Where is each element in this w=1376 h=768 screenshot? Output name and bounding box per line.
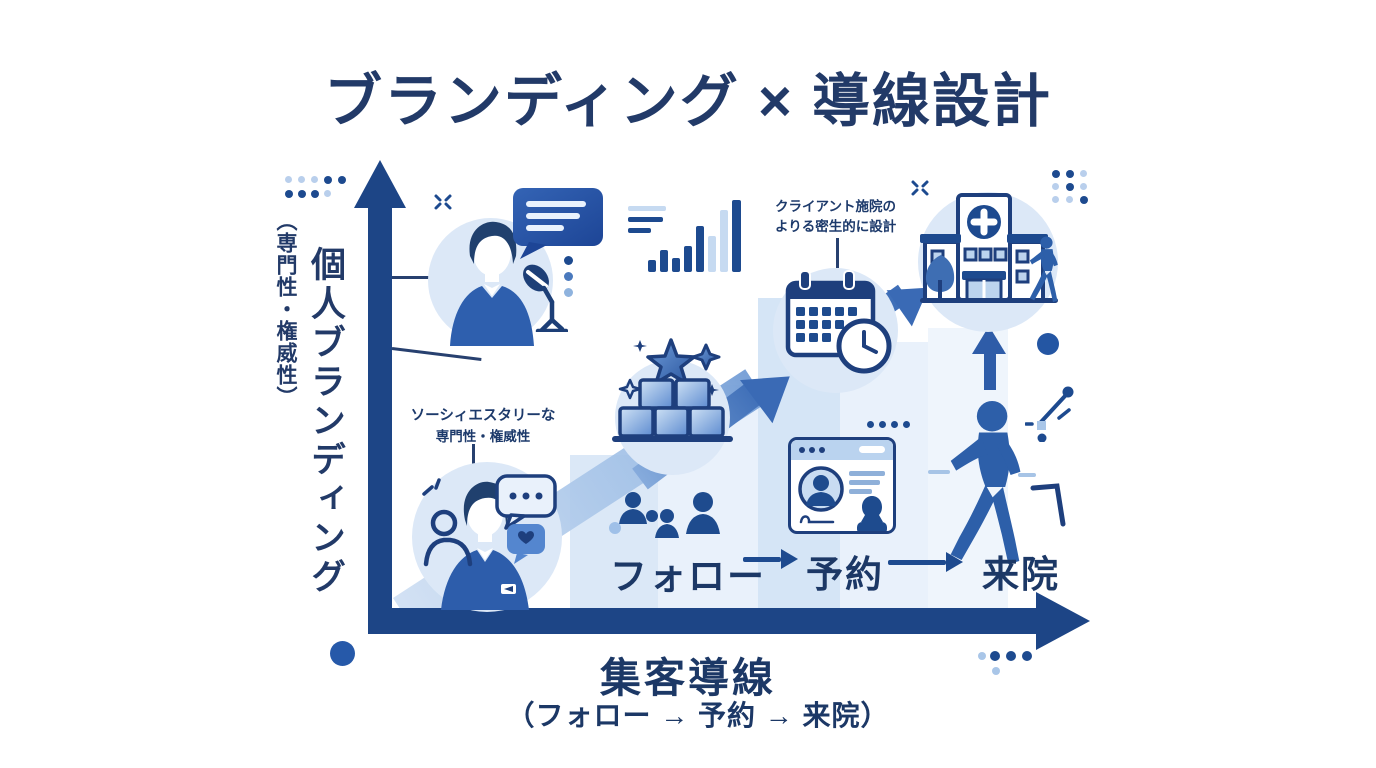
- followers-group-icon: [609, 492, 720, 538]
- flow-step-follow: フォロー: [610, 556, 766, 597]
- y-axis-arrowhead-icon: [354, 160, 406, 208]
- flow-arrow: [743, 557, 781, 562]
- sparkle-icon: [434, 194, 452, 210]
- sparkle-star-icon: [705, 384, 719, 396]
- sparkle-star-icon: [618, 378, 642, 400]
- y-axis: [368, 205, 392, 634]
- patient-silhouette-icon: [857, 496, 887, 531]
- note-line: 専門性・権威性: [435, 429, 531, 445]
- flow-arrow-head-icon: [781, 549, 798, 569]
- heart-reaction-bubble-icon: [507, 524, 545, 564]
- x-axis-label: 集客導線: [600, 655, 776, 701]
- hospital-visitor-walking-icon: [1026, 236, 1066, 306]
- axis-connector-line: [391, 347, 482, 361]
- follower-outline-icon: [423, 509, 473, 567]
- hospital-icon: [920, 193, 1058, 303]
- podium-blocks-icon: [612, 338, 733, 442]
- star-icon: [646, 338, 696, 385]
- axis-connector-line: [392, 276, 437, 279]
- sparkle-star-icon: [633, 340, 647, 352]
- microphone-icon: [523, 264, 568, 332]
- y-axis-sub-label: （専門性・権威性）: [274, 210, 297, 408]
- booking-profile-card-icon: [788, 437, 896, 534]
- sparkle-star-icon: [691, 343, 721, 371]
- x-axis-arrowhead-icon: [1036, 592, 1090, 650]
- note-connector-line: [836, 238, 839, 268]
- y-axis-label: 個人ブランディング: [306, 246, 345, 597]
- chat-dots-bubble-icon: [495, 474, 557, 530]
- note-connector-line: [472, 444, 475, 480]
- calendar-clock-icon: [785, 270, 892, 374]
- flow-arrow: [888, 560, 946, 565]
- page-title: ブランディング × 導線設計: [323, 69, 1053, 134]
- branding-note: ソーシィエスタリーな 専門性・権威性: [393, 406, 573, 447]
- x-axis: [368, 608, 1038, 634]
- browser-header: [791, 440, 893, 460]
- sparkle-icon: [911, 180, 929, 196]
- note-line: ソーシィエスタリーな: [410, 408, 556, 424]
- speaker-person-icon: [450, 221, 534, 346]
- note-line: よりる密生的に設計: [775, 218, 897, 234]
- ellipsis-dots-decoration: [564, 272, 573, 281]
- funnel-design-note: クライアント施院の よりる密生的に設計: [775, 197, 896, 236]
- dash-decoration: [1018, 473, 1036, 477]
- speech-bubble-icon: [513, 188, 603, 259]
- dash-decoration: [928, 470, 950, 474]
- flow-step-visit: 来院: [982, 554, 1060, 595]
- avatar-icon: [798, 466, 844, 512]
- ellipsis-dots-decoration: [564, 288, 573, 297]
- dot-decoration: [1037, 333, 1059, 355]
- pin-line-decoration: [1025, 386, 1074, 442]
- corner-bracket-decoration: [1030, 483, 1066, 527]
- note-line: クライアント施院の: [775, 199, 896, 214]
- signature-icon: [799, 515, 835, 524]
- up-arrow-shaft: [984, 352, 996, 390]
- tree-icon: [925, 255, 955, 292]
- dot-decoration: [330, 641, 355, 666]
- flow-step-booking: 予約: [806, 554, 884, 595]
- ellipsis-dots-decoration: [564, 256, 573, 265]
- emphasis-dashes-icon: [422, 478, 441, 496]
- x-axis-sub-label: （フォロー → 予約 → 来院）: [506, 700, 890, 731]
